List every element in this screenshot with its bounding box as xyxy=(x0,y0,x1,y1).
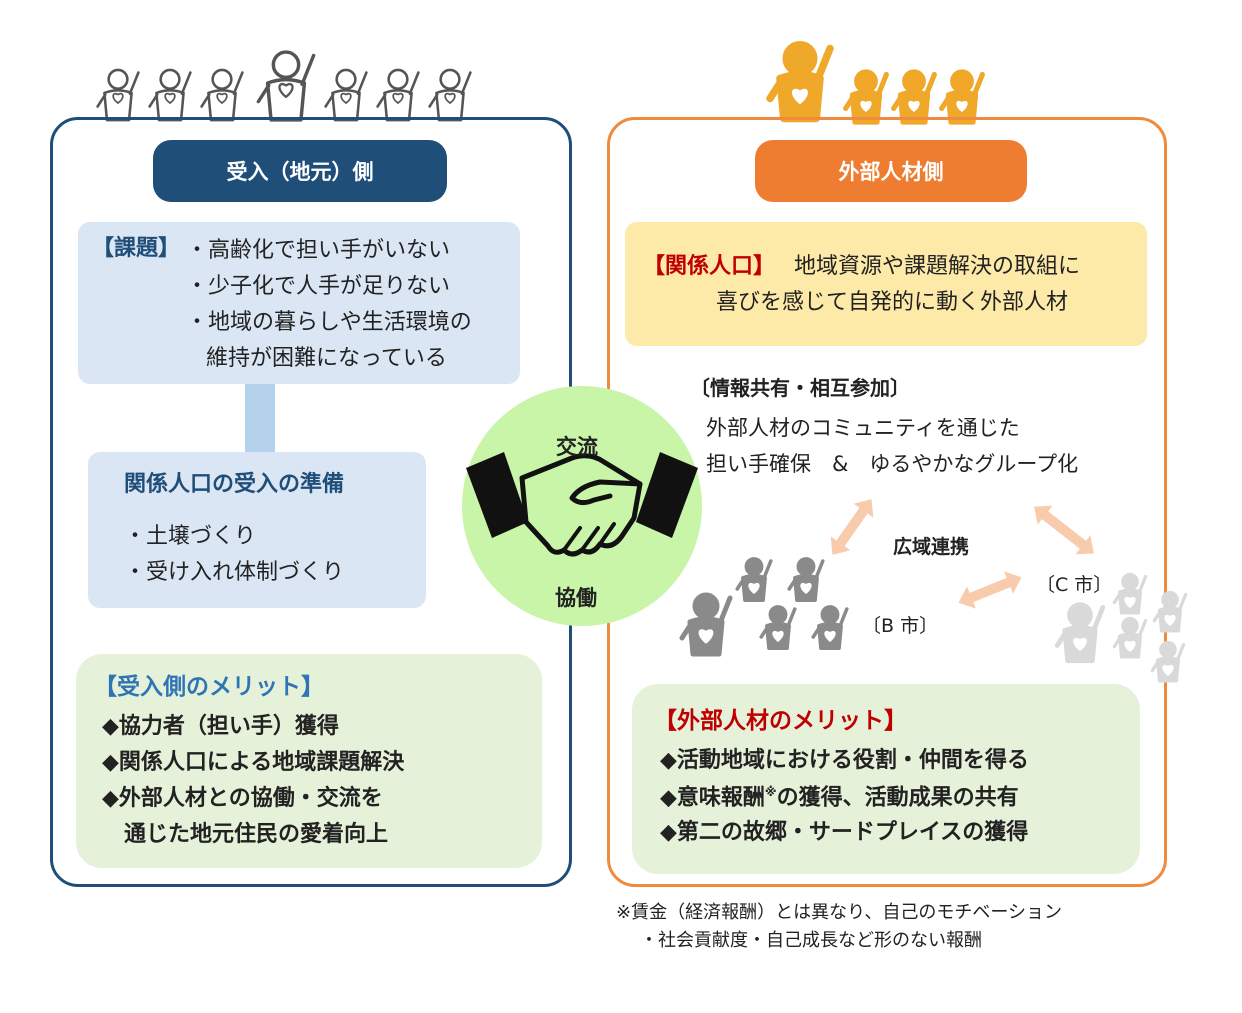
collaboration-label: 協働 xyxy=(555,586,597,610)
relationship-population-box xyxy=(625,222,1147,346)
external-side-title: 外部人材側 xyxy=(755,140,1027,202)
relationship-population-label: 【関係人口】 xyxy=(643,254,776,279)
footnote-mark: ※ xyxy=(764,785,777,799)
local-merit-line: ◆関係人口による地域課題解決 xyxy=(102,750,405,775)
issue-line: 維持が困難になっている xyxy=(206,346,447,371)
info-sharing-title: 〔情報共有・相互参加〕 xyxy=(690,376,910,400)
issues-label: 【課題】 xyxy=(92,236,181,261)
preparation-title: 関係人口の受入の準備 xyxy=(124,472,345,497)
local-side-title: 受入（地元）側 xyxy=(153,140,447,202)
preparation-line: ・受け入れ体制づくり xyxy=(124,560,345,585)
external-merit-line: ◆第二の故郷・サードプレイスの獲得 xyxy=(660,820,1029,845)
footnote-line: ・社会貢献度・自己成長など形のない報酬 xyxy=(640,930,982,951)
issue-line: ・少子化で人手が足りない xyxy=(186,274,451,299)
issue-line: ・高齢化で担い手がいない xyxy=(186,238,451,263)
connector-bar xyxy=(245,384,275,452)
local-merit-title: 【受入側のメリット】 xyxy=(94,674,324,700)
external-merit-box xyxy=(632,684,1140,874)
preparation-line: ・土壌づくり xyxy=(124,524,257,549)
info-sharing-line: 外部人材のコミュニティを通じた xyxy=(706,416,1020,440)
issue-line: ・地域の暮らしや生活環境の xyxy=(186,310,472,335)
meaning-reward-text: ◆意味報酬 xyxy=(660,785,765,811)
preparation-box xyxy=(88,452,426,608)
wide-area-label: 広域連携 xyxy=(893,536,970,558)
external-merit-line: ◆活動地域における役割・仲間を得る xyxy=(660,748,1029,773)
local-merit-line: ◆協力者（担い手）獲得 xyxy=(102,714,339,739)
info-sharing-line: 担い手確保 & ゆるやかなグループ化 xyxy=(706,452,1079,476)
external-merit-title: 【外部人材のメリット】 xyxy=(654,708,907,734)
external-merit-line: ◆意味報酬※の獲得、活動成果の共有 xyxy=(660,786,1019,809)
handshake-icon xyxy=(466,452,698,557)
footnote-line: ※賃金（経済報酬）とは異なり、自己のモチベーション xyxy=(616,902,1062,923)
local-merit-box xyxy=(76,654,542,868)
local-merit-line: ◆外部人材との協働・交流を xyxy=(102,786,383,811)
local-merit-line: 通じた地元住民の愛着向上 xyxy=(124,822,389,847)
city-b-label: 〔B 市〕 xyxy=(862,615,939,637)
issues-box xyxy=(78,222,520,384)
relationship-population-line: 地域資源や課題解決の取組に xyxy=(794,254,1081,279)
exchange-label: 交流 xyxy=(556,435,598,459)
meaning-reward-rest: の獲得、活動成果の共有 xyxy=(776,785,1019,811)
city-c-label: 〔C 市〕 xyxy=(1036,574,1113,596)
relationship-population-line: 喜びを感じて自発的に動く外部人材 xyxy=(716,290,1069,315)
